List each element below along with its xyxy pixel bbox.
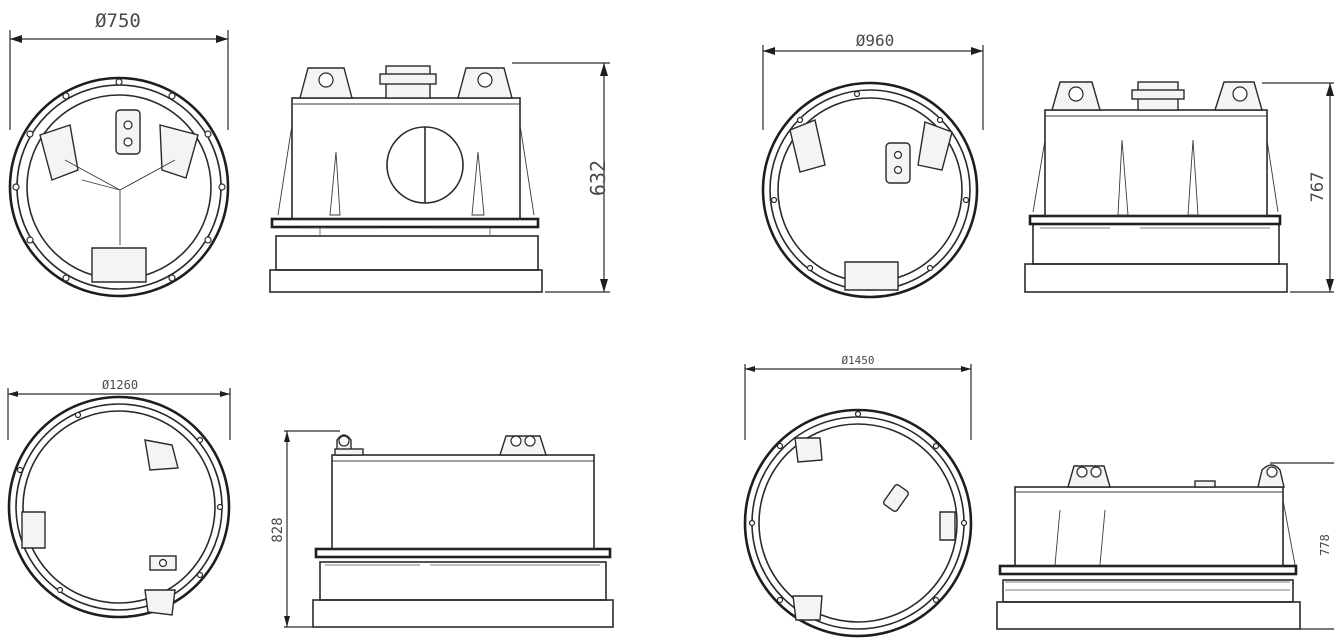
view-960: Ø960 767 [761,31,1334,299]
height-dim-960: 767 [1262,82,1334,293]
view-1450: Ø1450 778 [743,354,1334,638]
lifting-lug [159,124,199,179]
top-view-960 [761,81,979,299]
diameter-label: Ø1260 [102,378,138,392]
diameter-label: Ø750 [95,10,141,32]
lifting-lug [144,589,176,616]
lifting-lug [792,595,823,621]
view-750: Ø750 632 [8,10,610,298]
lifting-lug [499,435,547,456]
center-lug [883,484,909,512]
lifting-lug [144,439,179,471]
height-label: 632 [586,160,610,196]
diameter-dim-1450: Ø1450 [744,354,972,440]
ring-bolts-1260 [16,411,224,594]
diameter-dim-960: Ø960 [762,31,984,130]
height-label: 778 [1318,534,1332,556]
side-view-750 [269,65,543,293]
lifting-lug [844,261,899,291]
height-dim-1260: 828 [270,430,340,628]
center-lug [115,109,141,155]
diameter-label: Ø960 [856,31,895,50]
lifting-lug [794,437,823,463]
top-view-750 [8,76,230,298]
height-dim-1450: 778 [1270,462,1334,630]
diameter-dim-1260: Ø1260 [7,378,231,440]
diameter-label: Ø1450 [841,354,874,367]
side-view-1260 [312,434,614,628]
height-dim-750: 632 [512,62,610,293]
lifting-lug [1067,465,1111,488]
top-view-1260 [7,395,231,619]
view-1260: Ø1260 828 [7,378,614,628]
lifting-lug [91,247,147,283]
top-view-1450 [743,408,973,638]
lifting-lug [789,119,826,173]
ring-bolts-750 [12,78,226,282]
ring-bolts-1450 [748,410,968,604]
diameter-dim-750: Ø750 [9,10,229,130]
lifting-lug [939,511,956,541]
side-view-1450 [996,464,1301,630]
side-view-960 [1024,81,1288,293]
center-lug [885,142,911,184]
height-label: 828 [270,517,286,542]
height-label: 767 [1308,172,1328,203]
lifting-lug [917,121,953,171]
ring-bolts-960 [770,90,970,272]
lifting-lug [39,124,79,181]
lifting-lug [21,511,46,549]
